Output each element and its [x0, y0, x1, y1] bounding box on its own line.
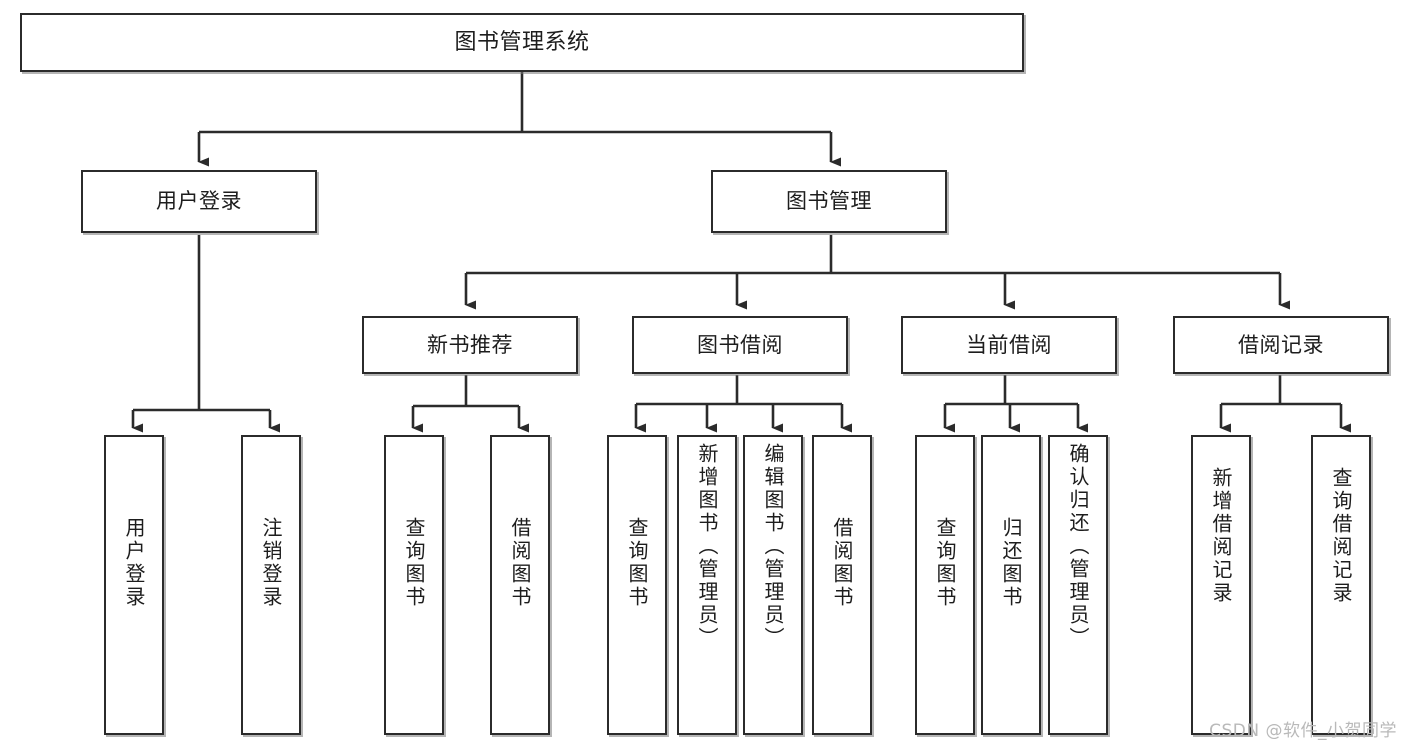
node-label: 新增图书（管理员） — [695, 443, 719, 650]
node-label: 编辑图书（管理员） — [761, 443, 785, 650]
node-label: 注销登录 — [259, 517, 283, 609]
node-new-book-recommendation[interactable]: 新书推荐 — [362, 316, 578, 374]
leaf-borrow-books-borrowing[interactable]: 借阅图书 — [812, 435, 872, 735]
leaf-confirm-return-admin[interactable]: 确认归还（管理员） — [1048, 435, 1108, 735]
leaf-edit-book-admin[interactable]: 编辑图书（管理员） — [743, 435, 803, 735]
node-label: 用户登录 — [156, 189, 242, 214]
node-book-management[interactable]: 图书管理 — [711, 170, 947, 233]
node-label: 查询图书 — [933, 517, 957, 609]
node-label: 借阅图书 — [508, 517, 532, 609]
node-current-borrowing[interactable]: 当前借阅 — [901, 316, 1117, 374]
leaf-add-borrow-record[interactable]: 新增借阅记录 — [1191, 435, 1251, 735]
leaf-user-login[interactable]: 用户登录 — [104, 435, 164, 735]
node-label: 新增借阅记录 — [1209, 467, 1233, 605]
node-label: 确认归还（管理员） — [1066, 443, 1090, 650]
node-label: 用户登录 — [122, 517, 146, 609]
node-label: 图书管理系统 — [454, 29, 590, 55]
node-label: 图书借阅 — [697, 332, 783, 357]
leaf-query-borrow-record[interactable]: 查询借阅记录 — [1311, 435, 1371, 735]
csdn-watermark: CSDN @软件_小贺同学 — [1209, 721, 1397, 741]
leaf-borrow-books-new-book[interactable]: 借阅图书 — [490, 435, 550, 735]
node-label: 查询图书 — [402, 517, 426, 609]
node-label: 查询借阅记录 — [1329, 467, 1353, 605]
node-label: 借阅记录 — [1238, 332, 1324, 357]
node-label: 图书管理 — [786, 189, 872, 214]
node-root-library-management-system[interactable]: 图书管理系统 — [20, 13, 1024, 72]
node-book-borrowing[interactable]: 图书借阅 — [632, 316, 848, 374]
node-user-login[interactable]: 用户登录 — [81, 170, 317, 233]
node-label: 查询图书 — [625, 517, 649, 609]
node-borrowing-records[interactable]: 借阅记录 — [1173, 316, 1389, 374]
leaf-query-books-borrowing[interactable]: 查询图书 — [607, 435, 667, 735]
leaf-logout[interactable]: 注销登录 — [241, 435, 301, 735]
node-label: 借阅图书 — [830, 517, 854, 609]
node-label: 当前借阅 — [966, 332, 1052, 357]
node-label: 归还图书 — [999, 517, 1023, 609]
leaf-return-books[interactable]: 归还图书 — [981, 435, 1041, 735]
leaf-query-books-new-book[interactable]: 查询图书 — [384, 435, 444, 735]
node-label: 新书推荐 — [427, 332, 513, 357]
leaf-add-book-admin[interactable]: 新增图书（管理员） — [677, 435, 737, 735]
leaf-query-books-current[interactable]: 查询图书 — [915, 435, 975, 735]
